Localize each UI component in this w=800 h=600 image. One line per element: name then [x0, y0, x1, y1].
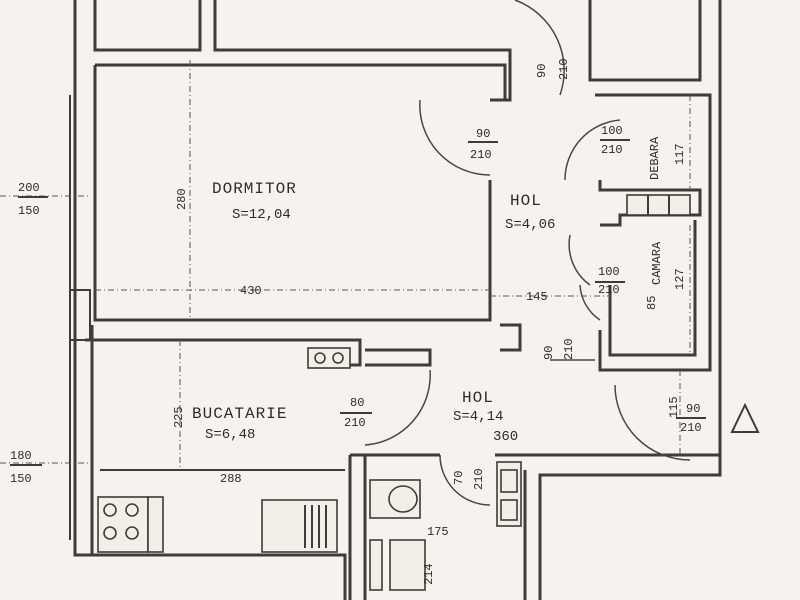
dim-camara-width: 85: [645, 296, 659, 310]
bath-cabinet: [369, 539, 383, 591]
entry-arrow-icon: [730, 402, 760, 433]
dormitor-area: S=12,04: [232, 207, 291, 223]
dormitor-name: DORMITOR: [212, 180, 297, 198]
dim-entry-offset: 115: [667, 396, 681, 418]
bucatarie-name: BUCATARIE: [192, 405, 287, 423]
dim-door-camara-w: 100: [598, 265, 620, 279]
debara-name: DEBARA: [648, 136, 662, 180]
dim-door-debara-h: 210: [601, 143, 623, 157]
dimension-labels: 200 150 180 150 280 430 225 288 90 210 9…: [10, 58, 702, 585]
dimension-lines: [0, 60, 706, 470]
dim-door-debara-w: 100: [601, 124, 623, 138]
dim-win-left-top-w: 200: [18, 181, 40, 195]
dim-door-kitchen-w: 80: [350, 396, 364, 410]
dim-hol-length: 360: [493, 429, 518, 445]
dim-bath-tub: 214: [422, 563, 436, 585]
hol-bottom-name: HOL: [462, 389, 494, 407]
dim-door-mid-w: 90: [542, 346, 556, 360]
room-labels: DORMITOR S=12,04 HOL S=4,06 HOL S=4,14 B…: [192, 136, 664, 443]
hol-bottom-area: S=4,14: [453, 409, 503, 425]
dim-door-dorm-w: 90: [476, 127, 490, 141]
shelf-top: [626, 194, 691, 216]
dim-kitchen-width: 288: [220, 472, 242, 486]
walls: [69, 0, 722, 600]
dim-dorm-width: 430: [240, 284, 262, 298]
dim-door-entry-h: 210: [680, 421, 702, 435]
fixtures: [97, 194, 691, 591]
dim-door-top-w: 90: [535, 64, 549, 78]
bath-sink: [389, 539, 426, 591]
dim-door-entry-w: 90: [686, 402, 700, 416]
doors: [364, 0, 691, 506]
dim-kitchen-height: 225: [172, 406, 186, 428]
dim-win-left-bottom-w: 180: [10, 449, 32, 463]
dim-bath-width: 175: [427, 525, 449, 539]
dim-dorm-height: 280: [175, 188, 189, 210]
dim-door-camara-h: 210: [598, 283, 620, 297]
dim-hol-width: 145: [526, 290, 548, 304]
dim-door-top-h: 210: [557, 58, 571, 80]
dim-door-kitchen-h: 210: [344, 416, 366, 430]
dim-debara-depth: 117: [673, 143, 687, 165]
dim-win-left-bottom-h: 150: [10, 472, 32, 486]
dim-door-bath-h: 210: [472, 468, 486, 490]
dim-door-dorm-h: 210: [470, 148, 492, 162]
hol-top-area: S=4,06: [505, 217, 555, 233]
dim-camara-depth: 127: [673, 268, 687, 290]
bucatarie-area: S=6,48: [205, 427, 255, 443]
kitchen-sink: [261, 499, 338, 553]
hol-top-name: HOL: [510, 192, 542, 210]
camara-name: CAMARA: [650, 241, 664, 285]
dim-door-mid-h: 210: [562, 338, 576, 360]
dim-win-left-top-h: 150: [18, 204, 40, 218]
dim-door-bath-w: 70: [452, 471, 466, 485]
